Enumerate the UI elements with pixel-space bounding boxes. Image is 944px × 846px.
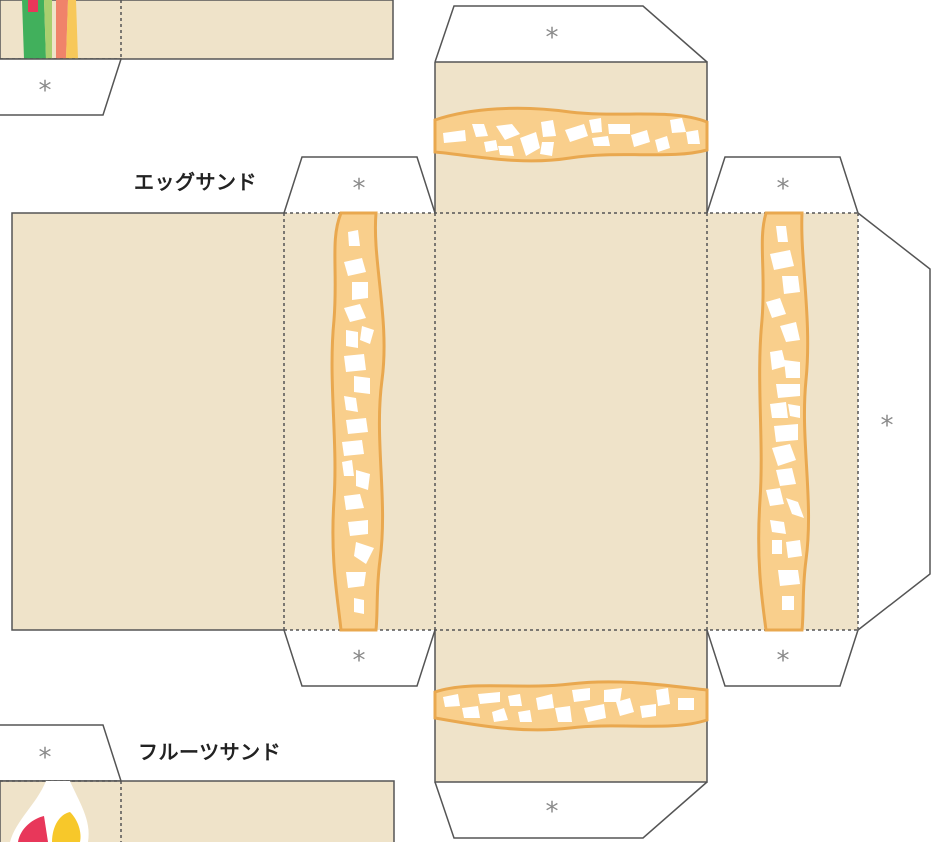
- top-partial-net: *: [0, 0, 394, 116]
- panel-center: [435, 213, 707, 630]
- bottom-partial-glue-tab: [0, 724, 123, 782]
- glue-mark-icon: *: [353, 646, 366, 676]
- glue-mark-icon: *: [777, 174, 790, 204]
- glue-mark-icon: *: [353, 174, 366, 204]
- glue-mark-icon: *: [39, 76, 52, 106]
- fruit-mango: [52, 812, 81, 842]
- glue-tab-top: [434, 5, 708, 63]
- panel-left-large: [12, 213, 284, 630]
- glue-mark-icon: *: [546, 23, 559, 53]
- glue-mark-icon: *: [39, 743, 52, 773]
- glue-tab-left-bottom: [283, 629, 436, 687]
- egg-white-chunks: [342, 118, 804, 722]
- glue-mark-icon: *: [546, 797, 559, 827]
- glue-tab-left-top: [283, 156, 436, 214]
- egg-sandwich-net: * * * * * * *: [11, 5, 931, 839]
- fruit-sandwich-title: フルーツサンド: [138, 740, 282, 764]
- glue-mark-icon: *: [881, 411, 894, 441]
- bottom-partial-net: *: [0, 724, 395, 846]
- fruit-strawberry: [18, 816, 48, 842]
- glue-tab-right-top: [706, 156, 859, 214]
- glue-tab-right: [857, 212, 931, 631]
- egg-filling-right: [757, 211, 811, 632]
- glue-tab-bottom: [434, 781, 708, 839]
- glue-mark-icon: *: [777, 646, 790, 676]
- top-partial-veg-salmon: [56, 0, 68, 59]
- top-partial-glue-tab: [0, 58, 123, 116]
- top-partial-veg-yellow: [66, 0, 78, 59]
- top-partial-veg-lightgreen: [44, 0, 52, 59]
- glue-tab-right-bottom: [706, 629, 859, 687]
- top-partial-veg-green: [22, 0, 46, 59]
- cut-outline: [11, 61, 708, 783]
- top-partial-veg-red: [28, 0, 38, 12]
- egg-sandwich-title: エッグサンド: [134, 170, 257, 194]
